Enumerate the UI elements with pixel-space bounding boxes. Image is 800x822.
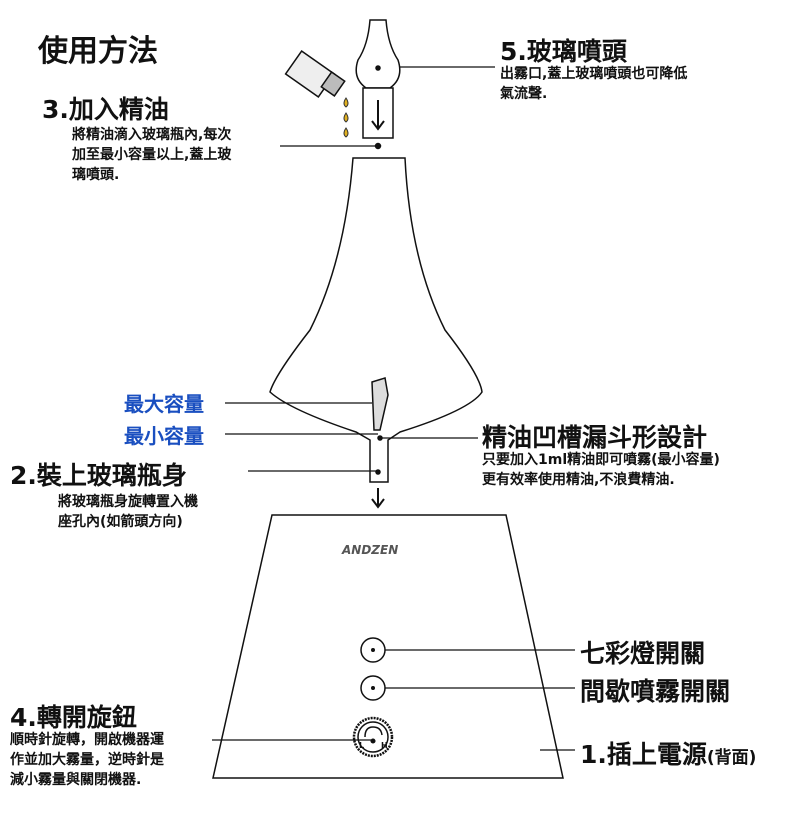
page-title: 使用方法 xyxy=(38,34,158,69)
knob-high-label: H xyxy=(381,741,388,750)
funnel-desc: 只要加入1ml精油即可噴霧(最小容量) 更有效率使用精油,不浪費精油. xyxy=(482,452,720,488)
step3-title: 3.加入精油 xyxy=(42,95,169,124)
max-capacity-label: 最大容量 xyxy=(124,392,204,416)
step1-title-text: 1.插上電源 xyxy=(580,740,707,769)
interval-switch-label: 間歇噴霧開關 xyxy=(580,677,731,706)
step3-desc: 將精油滴入玻璃瓶內,每次 加至最小容量以上,蓋上玻 璃噴頭. xyxy=(72,127,232,183)
diffuser-base xyxy=(212,514,564,779)
step5-desc: 出霧口,蓋上玻璃噴頭也可降低 氣流聲. xyxy=(500,66,688,102)
step1-note: (背面) xyxy=(706,748,757,768)
min-capacity-label: 最小容量 xyxy=(124,424,204,448)
step5-title: 5.玻璃噴頭 xyxy=(500,37,627,66)
step2-desc: 將玻璃瓶身旋轉置入機 座孔內(如箭頭方向) xyxy=(58,494,198,530)
glass-bottle xyxy=(269,157,483,483)
leader-lines xyxy=(212,66,575,751)
step2-title: 2.裝上玻璃瓶身 xyxy=(10,461,187,490)
oil-bottle xyxy=(284,50,349,138)
step4-title: 4.轉開旋鈕 xyxy=(10,703,137,732)
insert-arrow xyxy=(371,488,385,509)
step4-desc: 順時針旋轉，開啟機器運 作並加大霧量，逆時針是 減小霧量與關閉機器. xyxy=(10,732,164,788)
brand-logo: ANDZEN xyxy=(342,543,399,557)
funnel-title: 精油凹槽漏斗形設計 xyxy=(482,423,708,452)
glass-nozzle xyxy=(355,19,401,150)
step1-title: 1.插上電源(背面) xyxy=(580,735,756,771)
mist-knob[interactable] xyxy=(352,716,394,758)
knob-low-label: L xyxy=(359,741,365,750)
light-switch-label: 七彩燈開關 xyxy=(580,639,706,668)
